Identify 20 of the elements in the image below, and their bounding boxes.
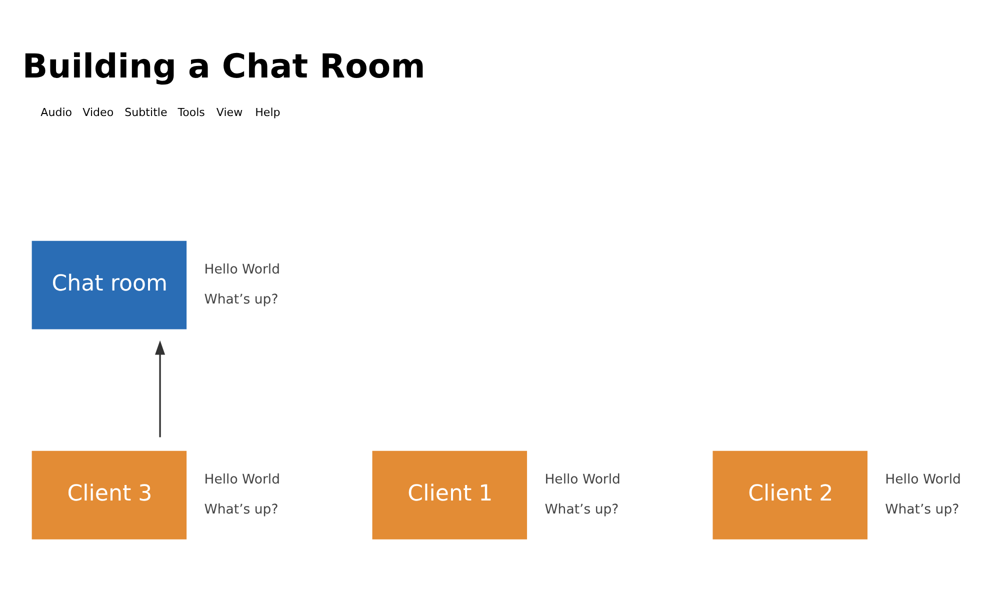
node-label: Hello World xyxy=(884,472,960,487)
label: Video xyxy=(82,105,114,118)
node-label: What’s up? xyxy=(884,502,959,518)
label: Tools xyxy=(177,105,204,118)
diagram-title: Building a Chat Room xyxy=(22,46,425,85)
label: View xyxy=(216,105,242,118)
arrow xyxy=(154,340,165,437)
node-label: Hello World xyxy=(204,262,280,277)
label: Help xyxy=(254,105,280,118)
node-label: Hello World xyxy=(204,472,280,487)
node-label: What’s up? xyxy=(204,502,278,518)
node-box: Client 1 xyxy=(372,450,527,539)
node-box: Chat room xyxy=(31,240,186,329)
node-box: Client 3 xyxy=(31,450,186,539)
node-label: What’s up? xyxy=(544,502,618,518)
label: Subtitle xyxy=(124,105,167,118)
node-box: Client 2 xyxy=(712,450,867,539)
label: Audio xyxy=(40,105,72,118)
node-label: Hello World xyxy=(544,472,620,487)
node-label: What’s up? xyxy=(204,292,278,308)
